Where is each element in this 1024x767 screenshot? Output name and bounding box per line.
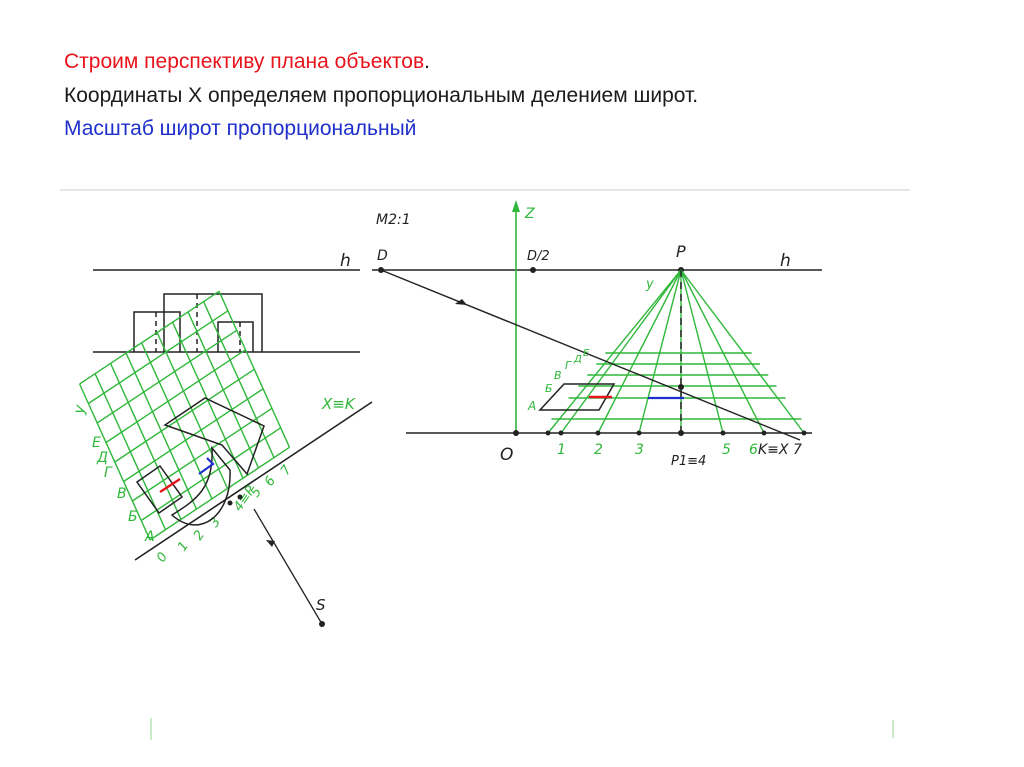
plan-side-letter: Г — [104, 465, 113, 481]
fan-line — [680, 269, 805, 434]
fan-base-point — [558, 430, 564, 436]
p-depth-point — [678, 384, 684, 390]
o-label: O — [500, 445, 513, 465]
ground-number: 3 — [635, 442, 644, 458]
fan-base-point — [545, 430, 551, 436]
o-point — [513, 430, 519, 436]
plan-point — [237, 494, 243, 500]
d2-label: D/2 — [527, 249, 550, 264]
plan-side-letter: Е — [92, 435, 101, 451]
right-letter-a: А — [527, 399, 536, 413]
p-label: P — [676, 242, 686, 261]
z-arrow — [512, 200, 520, 212]
ground-number: 2 — [594, 442, 603, 458]
left-horizon-label: h — [340, 251, 351, 271]
plan-side-letter: Б — [128, 509, 138, 525]
right-letter-v: В — [554, 369, 562, 382]
fan-line — [638, 269, 682, 434]
plan-grid-line — [88, 310, 229, 405]
plan-bottom-number: 7 — [278, 462, 295, 478]
ground-number: 6 — [749, 442, 758, 458]
fan-line — [680, 269, 765, 434]
d-arrow — [455, 299, 467, 305]
plan-bottom-number: 3 — [207, 515, 224, 530]
left-y-label: y — [69, 402, 89, 416]
fan-line — [680, 269, 724, 434]
plan-bottom-number: 6 — [262, 474, 279, 489]
line-1-text: Строим перспективу плана объектов — [64, 50, 425, 73]
fan-base-point — [720, 430, 726, 436]
plan-grid-line — [114, 368, 255, 463]
plan-side-letter: Д — [96, 450, 108, 466]
ground-number: 1 — [557, 442, 566, 458]
plan-bottom-number: 1 — [175, 539, 192, 554]
perspective-object — [538, 383, 616, 411]
slide-line-1: Строим перспективу плана объектов. — [64, 46, 430, 77]
plan-side-letter: А — [144, 529, 155, 545]
plan-point — [227, 500, 233, 506]
z-label: Z — [524, 206, 535, 222]
left-axis-label: X≡K — [321, 395, 356, 413]
elevation-buildings — [133, 293, 263, 352]
plan-grid-line — [79, 290, 220, 385]
s-point — [319, 621, 325, 627]
slide-line-2: Координаты Х определяем пропорциональным… — [64, 84, 699, 107]
right-ground-numbers: 1 2 3 5 6 — [557, 442, 758, 458]
s-arrow — [266, 540, 275, 547]
right-letter-d: Д — [573, 354, 582, 365]
fan-base-point — [801, 430, 807, 436]
plan-objects — [135, 397, 265, 526]
left-picture-line — [134, 401, 373, 561]
fan-line — [547, 269, 682, 434]
fan-base-point — [595, 430, 601, 436]
plan-red-mark — [159, 477, 181, 494]
plan-grid-line — [105, 349, 246, 444]
fan-base-point — [636, 430, 642, 436]
ground-number: 5 — [722, 442, 731, 458]
plan-side-letter: В — [117, 486, 127, 502]
right-letter-e: Е — [583, 348, 590, 359]
d-label: D — [377, 248, 388, 264]
kx-label: K≡X 7 — [758, 442, 802, 458]
d2-point — [530, 267, 536, 273]
fan-base-point — [761, 430, 767, 436]
s-label: S — [316, 596, 326, 614]
plan-bottom-number: 2 — [191, 528, 208, 543]
fan-line — [560, 269, 682, 434]
slide-line-3: Масштаб широт пропорциональный — [64, 117, 417, 140]
line-1-period: . — [424, 50, 430, 73]
plan-grid-line — [96, 329, 238, 424]
plan-bottom-number: 0 — [154, 550, 171, 565]
scale-label: M2:1 — [376, 212, 411, 228]
fan-line — [597, 269, 682, 434]
y-label: y — [645, 277, 654, 292]
horizon-label: h — [780, 251, 791, 271]
plan-blue-mark — [198, 457, 215, 475]
plan-grid-line — [132, 407, 273, 502]
p1-label: P1≡4 — [671, 454, 706, 469]
right-letter-b: Б — [545, 382, 553, 395]
plan-grid-line — [149, 446, 290, 541]
plan-grid — [78, 290, 291, 541]
s-line — [253, 508, 323, 625]
p1-point — [678, 430, 684, 436]
right-letter-g: Г — [565, 359, 572, 372]
d-diagonal — [380, 269, 801, 441]
